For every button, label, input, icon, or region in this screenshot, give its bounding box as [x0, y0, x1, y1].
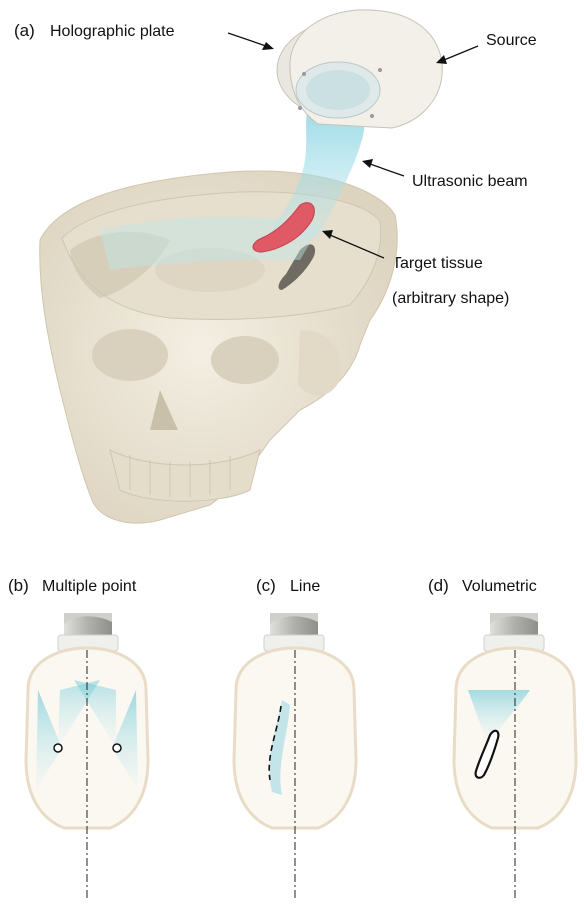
panel-b-focal-point-right	[113, 744, 121, 752]
panel-d: (d) Volumetric	[428, 576, 576, 900]
source-transducer	[277, 10, 442, 128]
panel-b-transducer	[58, 613, 118, 651]
ultrasonic-beam-label: Ultrasonic beam	[412, 173, 528, 190]
holographic-plate-label: Holographic plate	[50, 23, 175, 40]
panel-c-title: Line	[290, 578, 320, 595]
target-tissue-label: Target tissue	[392, 255, 483, 272]
panel-a: (a) Holographic plate Source Ultrasonic …	[14, 10, 537, 523]
panel-d-title: Volumetric	[462, 578, 537, 595]
panel-b-title: Multiple point	[42, 578, 137, 595]
panel-b: (b) Multiple point	[8, 576, 148, 900]
panel-d-transducer	[484, 613, 544, 651]
arbitrary-shape-label: (arbitrary shape)	[392, 290, 509, 307]
panel-b-focal-point-left	[54, 744, 62, 752]
panel-d-tag: (d)	[428, 576, 449, 595]
panel-c-transducer	[264, 613, 324, 651]
panel-b-tag: (b)	[8, 576, 29, 595]
panel-c: (c) Line	[234, 576, 356, 900]
panel-c-tag: (c)	[256, 576, 276, 595]
panel-a-tag: (a)	[14, 21, 35, 40]
source-label: Source	[486, 32, 537, 49]
